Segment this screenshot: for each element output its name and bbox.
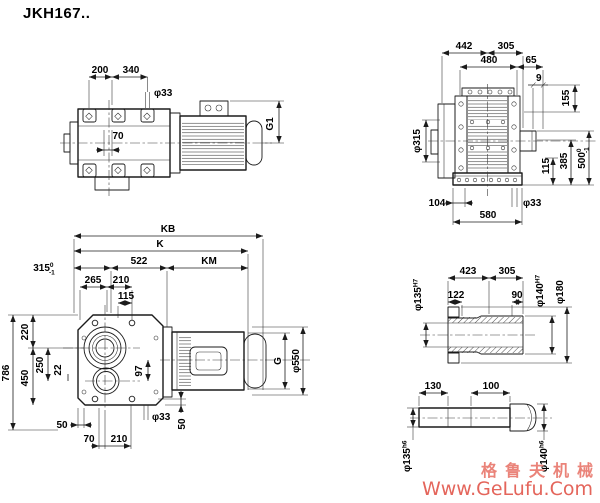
dim-sv-kb: KB (161, 224, 175, 235)
dim-sv-50-right: 50 (177, 418, 188, 430)
dim-fv-9: 9 (536, 73, 542, 84)
solid-shaft-detail: 130 100 φ135h6 φ140h6 (402, 381, 552, 472)
dim-sv-115: 115 (118, 291, 135, 302)
watermark: 格鲁夫机械 Www.GeLufu.Com (421, 462, 593, 501)
hollow-shaft-detail: 423 305 122 90 φ135H7 φ140H7 φ180 (413, 266, 572, 364)
dim-sv-k: K (156, 239, 164, 250)
dim-sv-97: 97 (134, 365, 145, 377)
dim-top-phi33: φ33 (154, 88, 173, 99)
dim-hs-phi180: φ180 (555, 280, 566, 304)
dim-fv-65: 65 (525, 55, 537, 66)
dim-sv-phi550: φ550 (291, 349, 302, 373)
dim-sv-265: 265 (85, 275, 102, 286)
dim-sv-g: G (273, 357, 284, 365)
dim-top-200: 200 (92, 65, 109, 76)
dim-fv-104: 104 (429, 198, 446, 209)
dim-fv-phi315: φ315 (412, 129, 423, 153)
dim-fv-155: 155 (561, 89, 572, 106)
dim-hs-423: 423 (460, 266, 477, 277)
dim-sv-315: 3150-1 (33, 262, 55, 277)
front-view: 442 305 480 65 9 155 φ315 (412, 41, 596, 225)
dim-sv-210-bottom: 210 (111, 434, 128, 445)
dim-hs-phi140: φ140H7 (535, 274, 547, 307)
dim-hs-305: 305 (499, 266, 516, 277)
dim-hs-122: 122 (448, 290, 465, 301)
dim-sv-450: 450 (20, 369, 31, 386)
dim-top-g1: G1 (265, 117, 276, 131)
dim-hs-phi135: φ135H7 (413, 278, 425, 311)
dim-sv-522: 522 (131, 256, 148, 267)
dim-top-70: 70 (112, 131, 124, 142)
dim-fv-phi33: φ33 (523, 198, 542, 209)
dim-sv-220: 220 (20, 323, 31, 340)
dim-ss-phi140: φ140h6 (539, 440, 551, 472)
watermark-brand: 格鲁夫机械 (480, 461, 600, 481)
dim-fv-442: 442 (456, 41, 473, 52)
dim-fv-480: 480 (481, 55, 498, 66)
watermark-url: Www.GeLufu.Com (421, 478, 593, 501)
dim-sv-70: 70 (83, 434, 95, 445)
top-view: 200 340 φ33 70 G1 (60, 65, 284, 196)
dim-sv-50-left: 50 (56, 420, 68, 431)
dim-top-340: 340 (123, 65, 140, 76)
dim-ss-phi135: φ135h6 (402, 440, 414, 472)
dim-hs-90: 90 (511, 290, 523, 301)
dim-ss-130: 130 (425, 381, 442, 392)
dim-sv-250: 250 (35, 356, 46, 373)
dim-fv-500: 5000-1 (576, 147, 591, 169)
dim-fv-305: 305 (498, 41, 515, 52)
page-title: JKH167.. (23, 5, 91, 22)
dim-sv-km: KM (201, 256, 217, 267)
dim-fv-580: 580 (480, 210, 497, 221)
dim-sv-786: 786 (1, 364, 12, 381)
dim-ss-100: 100 (483, 381, 500, 392)
dim-sv-210: 210 (113, 275, 130, 286)
side-view: KB K 3150-1 522 KM 265 210 115 (1, 224, 312, 449)
dim-fv-385: 385 (559, 152, 570, 169)
dim-sv-22: 22 (53, 364, 64, 376)
dim-fv-115: 115 (541, 157, 552, 174)
dim-sv-phi33: φ33 (152, 412, 171, 423)
